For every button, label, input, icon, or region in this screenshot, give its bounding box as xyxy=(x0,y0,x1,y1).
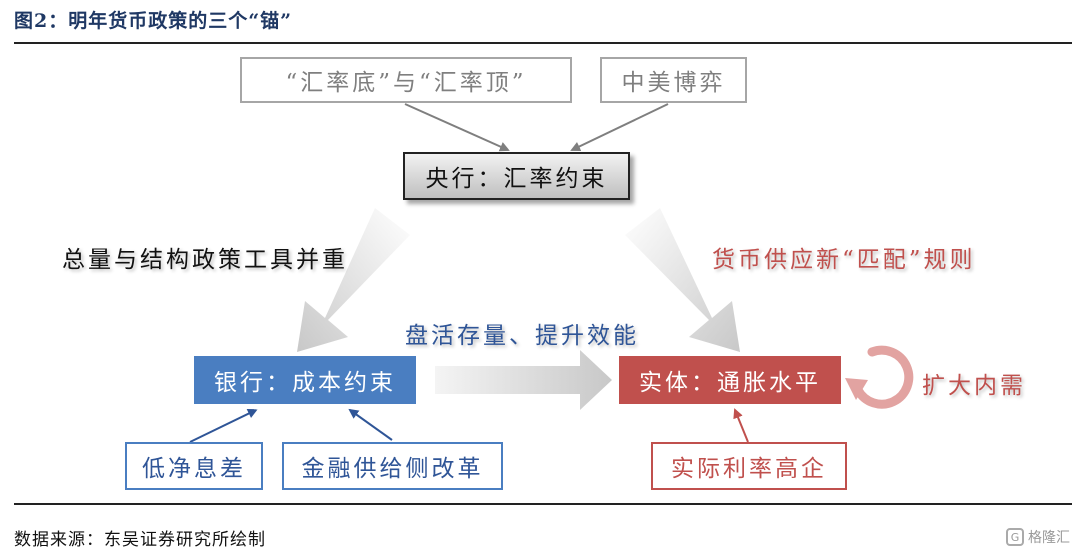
arrow-exchange-to-central xyxy=(404,103,510,152)
label-supply-match: 货币供应新“匹配”规则 xyxy=(712,247,976,273)
node-financial-supply-reform: 金融供给侧改革 xyxy=(282,442,503,490)
node-deposit-spread: 低净息差 xyxy=(125,442,263,490)
arrow-reform-to-bank xyxy=(348,408,393,441)
block-arrow-central-to-bank xyxy=(297,208,410,352)
block-arrow-central-to-entity xyxy=(625,208,740,352)
bottom-rule xyxy=(14,503,1072,505)
label-total-structural: 总量与结构政策工具并重 xyxy=(62,247,348,273)
node-entity: 实体：通胀水平 xyxy=(619,356,841,404)
figure-source: 数据来源：东吴证券研究所绘制 xyxy=(14,530,266,550)
circular-arrow-head xyxy=(845,378,868,400)
circular-arrow-icon xyxy=(853,345,914,409)
watermark-text: 格隆汇 xyxy=(1028,530,1070,546)
label-revitalize: 盘活存量、提升效能 xyxy=(405,323,639,349)
node-real-rate: 实际利率高企 xyxy=(651,442,847,490)
arrow-realrate-to-entity xyxy=(733,408,749,443)
watermark-logo-icon: G xyxy=(1006,528,1024,546)
node-bank: 银行：成本约束 xyxy=(194,356,416,404)
node-us-china: 中美博弈 xyxy=(600,57,747,103)
top-rule xyxy=(14,42,1072,44)
arrow-spread-to-bank xyxy=(189,408,258,443)
node-central-bank: 央行：汇率约束 xyxy=(403,152,630,200)
watermark: G 格隆汇 xyxy=(1006,527,1070,547)
block-arrow-bank-to-entity xyxy=(435,350,612,410)
figure-title: 图2：明年货币政策的三个“锚” xyxy=(14,10,293,32)
node-exchange-rate: “汇率底”与“汇率顶” xyxy=(240,57,572,103)
label-domestic-demand: 扩大内需 xyxy=(922,373,1026,399)
arrow-uschina-to-central xyxy=(570,103,669,152)
